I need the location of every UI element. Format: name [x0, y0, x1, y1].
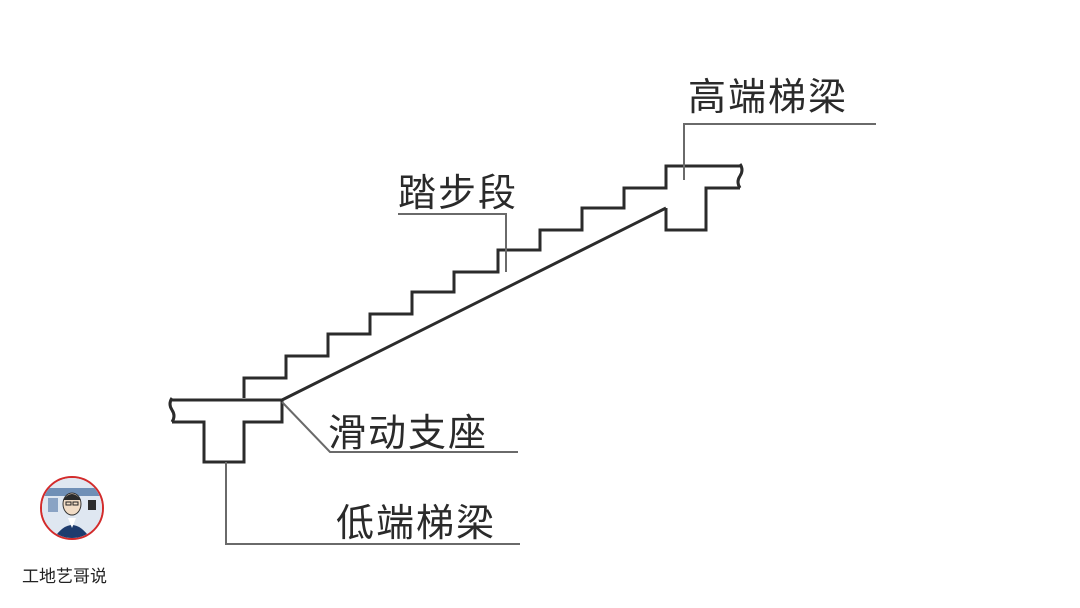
- avatar-portrait-icon: [42, 478, 102, 538]
- low-end-beam-outline: [172, 398, 284, 464]
- leader-sliding-support: [281, 401, 518, 453]
- high-end-beam-outline: [664, 186, 740, 232]
- label-step-section: 踏步段: [398, 171, 519, 215]
- stair-soffit-line: [281, 206, 667, 402]
- leader-step-section: [398, 213, 507, 272]
- stair-steps-outline: [242, 164, 740, 398]
- low-slab-break-line: [168, 397, 176, 423]
- label-low-end-beam: 低端梯梁: [336, 501, 497, 545]
- leader-high-end-beam: [683, 123, 876, 180]
- watermark-account-name: 工地艺哥说: [22, 567, 107, 587]
- avatar: [40, 476, 104, 540]
- label-high-end-beam: 高端梯梁: [688, 75, 849, 119]
- leader-low-end-beam: [225, 462, 520, 545]
- label-sliding-support: 滑动支座: [328, 411, 489, 455]
- high-slab-break-line: [736, 163, 744, 189]
